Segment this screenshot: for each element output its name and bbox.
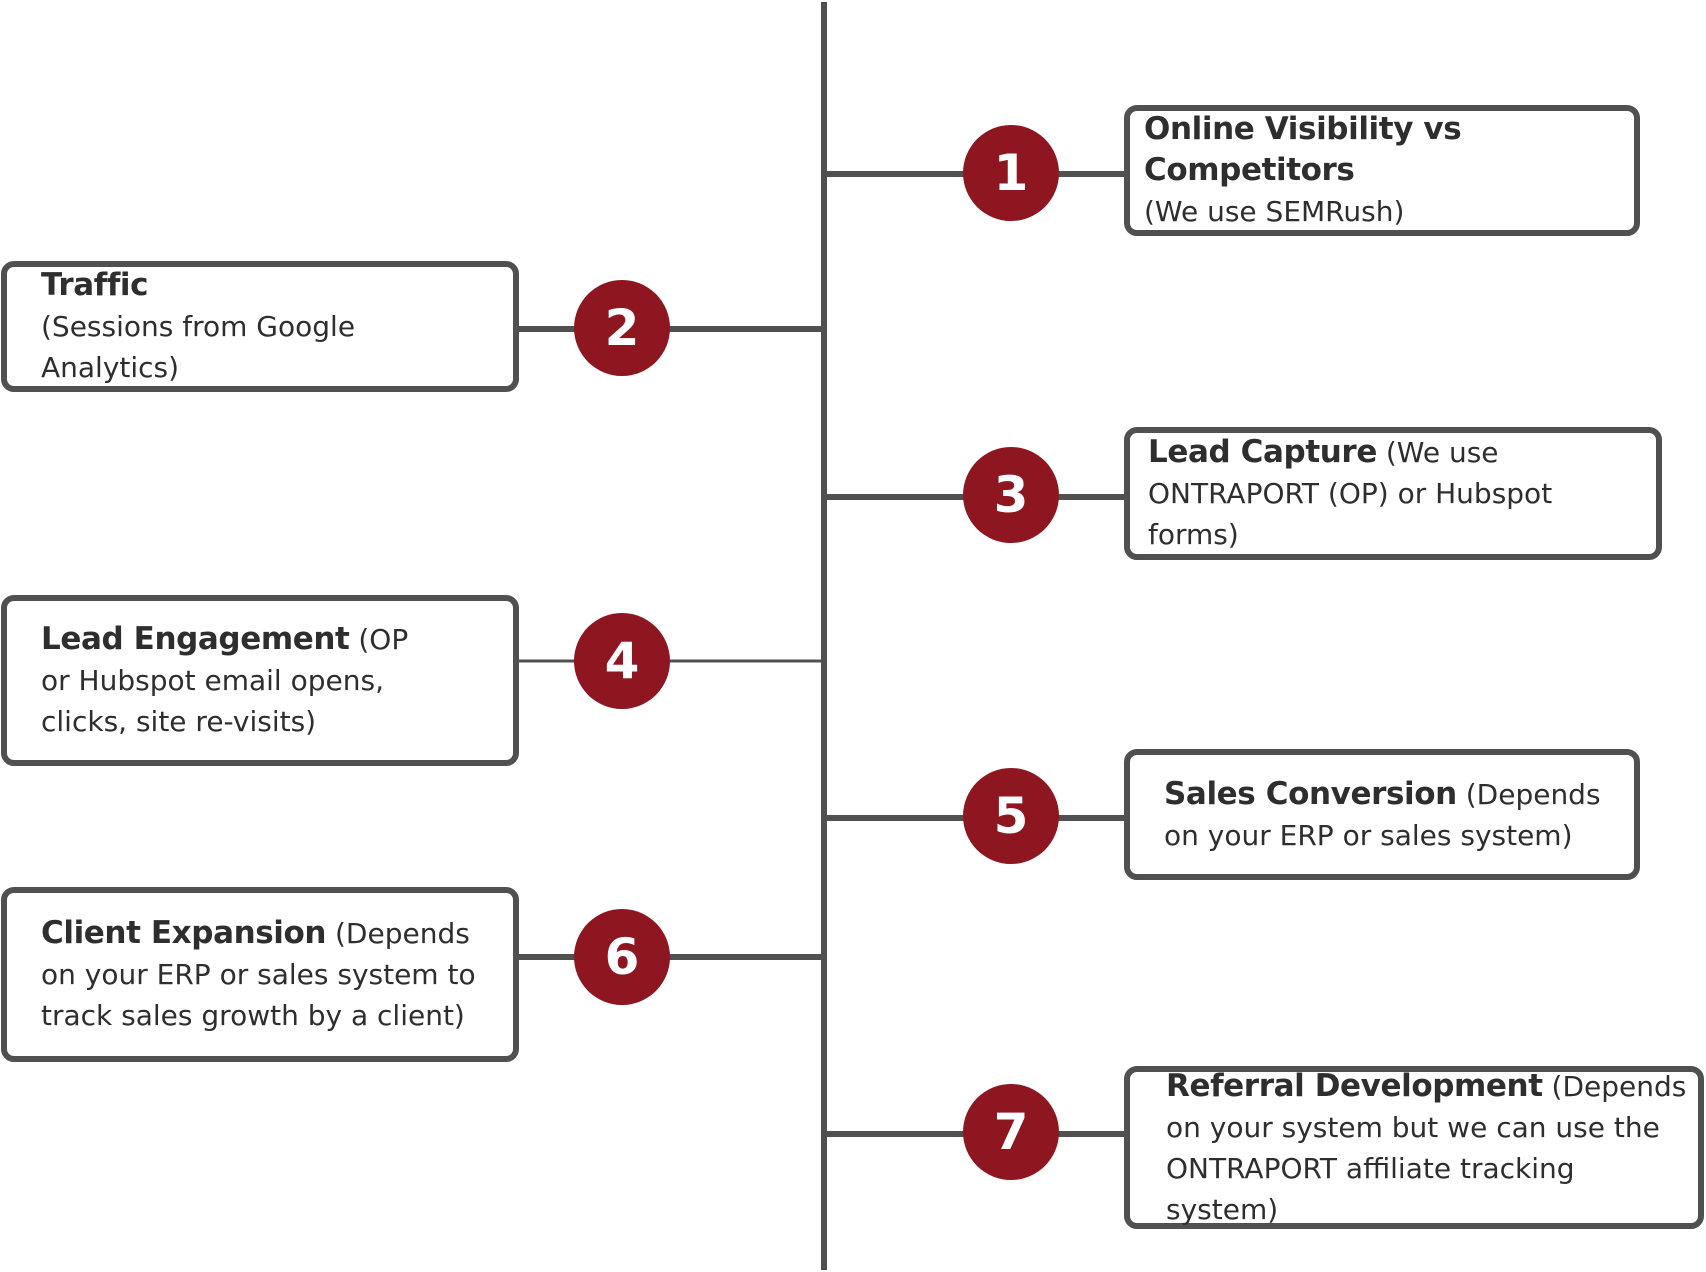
step-text: Lead Engagement (OP or Hubspot email ope… <box>41 619 433 742</box>
step-number-badge-4: 4 <box>574 613 670 709</box>
step-card-7: Referral Development (Depends on your sy… <box>1124 1066 1704 1229</box>
step-number: 3 <box>993 466 1029 524</box>
step-detail: (We use SEMRush) <box>1144 195 1405 228</box>
step-detail: (Sessions from Google Analytics) <box>41 310 356 384</box>
step-number-badge-6: 6 <box>574 909 670 1005</box>
step-number-badge-1: 1 <box>963 125 1059 221</box>
step-title: Online Visibility vs Competitors <box>1144 111 1462 188</box>
step-number: 2 <box>604 299 640 357</box>
step-title: Client Expansion <box>41 915 327 951</box>
step-number: 7 <box>993 1103 1029 1161</box>
step-title: Sales Conversion <box>1164 775 1457 812</box>
step-text: Client Expansion (Depends on your ERP or… <box>41 913 497 1036</box>
step-number-badge-5: 5 <box>963 768 1059 864</box>
step-detail: (We use ONTRAPORT (OP) or Hubspot forms) <box>1148 436 1553 551</box>
step-number-badge-3: 3 <box>963 447 1059 543</box>
step-number: 6 <box>604 928 640 986</box>
step-number: 1 <box>993 144 1029 202</box>
step-title: Referral Development <box>1166 1067 1543 1104</box>
step-text: Referral Development (Depends on your sy… <box>1166 1066 1688 1230</box>
step-card-6: Client Expansion (Depends on your ERP or… <box>1 887 519 1062</box>
step-card-5: Sales Conversion (Depends on your ERP or… <box>1124 749 1640 880</box>
step-text: Online Visibility vs Competitors (We use… <box>1144 109 1614 232</box>
step-title: Lead Capture <box>1148 434 1377 470</box>
step-title: Lead Engagement <box>41 621 350 657</box>
step-card-4: Lead Engagement (OP or Hubspot email ope… <box>1 595 519 766</box>
step-detail: (OP or Hubspot email opens, clicks, site… <box>41 623 409 738</box>
step-card-3: Lead Capture (We use ONTRAPORT (OP) or H… <box>1124 427 1662 560</box>
step-detail: (Depends on your ERP or sales system to … <box>41 917 476 1032</box>
step-detail: (Depends on your ERP or sales system) <box>1164 777 1601 852</box>
step-number-badge-7: 7 <box>963 1084 1059 1180</box>
step-number-badge-2: 2 <box>574 280 670 376</box>
step-card-1: Online Visibility vs Competitors (We use… <box>1124 105 1640 236</box>
step-title: Traffic <box>41 267 149 303</box>
step-detail: (Depends on your system but we can use t… <box>1166 1069 1687 1226</box>
step-text: Traffic (Sessions from Google Analytics) <box>41 265 493 388</box>
step-card-2: Traffic (Sessions from Google Analytics) <box>1 261 519 392</box>
step-number: 5 <box>993 787 1029 845</box>
step-number: 4 <box>604 632 640 690</box>
step-text: Sales Conversion (Depends on your ERP or… <box>1164 774 1610 856</box>
step-text: Lead Capture (We use ONTRAPORT (OP) or H… <box>1148 432 1636 555</box>
